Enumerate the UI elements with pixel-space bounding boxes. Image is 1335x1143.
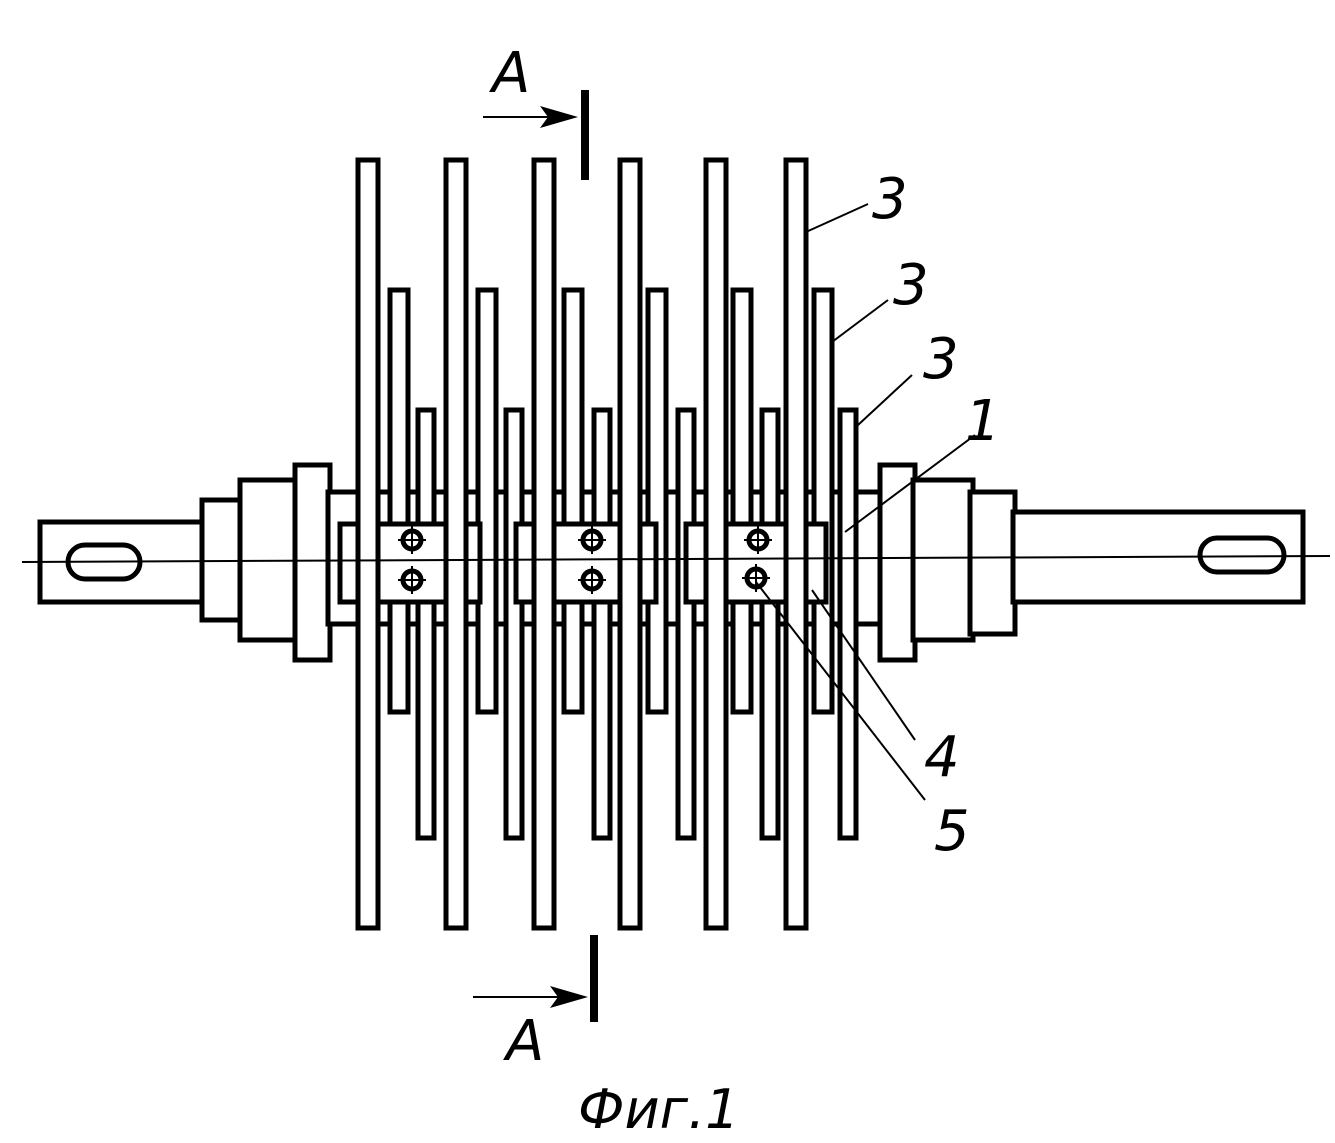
rod-short (837, 407, 859, 841)
callout-rod-long: 3 (872, 167, 908, 232)
rod-short (591, 407, 613, 841)
rod-long (355, 157, 381, 931)
rod-array-long (355, 157, 809, 931)
fastener-bolts (398, 526, 772, 594)
shaft-left-step (199, 497, 245, 623)
bolt-mark (742, 564, 770, 592)
shaft-assembly (37, 462, 1306, 663)
rod-short (503, 407, 525, 841)
rod-medium (387, 287, 411, 715)
section-marker-top (483, 90, 589, 180)
rod-long (531, 157, 557, 931)
keyway-slot-right (1197, 535, 1287, 575)
bolt-mark (578, 566, 606, 594)
center-axis-line (21, 555, 1331, 563)
section-label-bottom: A (503, 1009, 544, 1074)
callout-fastener-bolt: 5 (934, 799, 970, 864)
callout-rod-short: 3 (923, 327, 959, 392)
callout-rod-medium: 3 (893, 253, 929, 318)
leader-lines (755, 203, 976, 801)
bolt-mark (578, 526, 606, 554)
rod-array (387, 287, 859, 841)
arrow-head-icon (540, 106, 578, 128)
shaft-right-hub (910, 477, 976, 643)
bolt-mark (398, 526, 426, 554)
rod-medium (811, 287, 835, 715)
rod-medium (730, 287, 754, 715)
rod-long (783, 157, 809, 931)
rod-short (759, 407, 781, 841)
rod-short (415, 407, 437, 841)
rod-long (617, 157, 643, 931)
section-marker-bottom (473, 935, 598, 1022)
bolt-mark (744, 526, 772, 554)
shaft-right-flange (877, 462, 918, 663)
shaft-left-flange (292, 462, 333, 663)
figure-caption: Фиг.1 (578, 1078, 739, 1141)
callout-shaft-body: 1 (965, 389, 1001, 454)
rod-long (443, 157, 469, 931)
rod-short (675, 407, 697, 841)
rod-medium (645, 287, 669, 715)
arrow-head-icon (550, 986, 588, 1008)
section-label-top: A (489, 41, 530, 106)
rod-long (703, 157, 729, 931)
rod-medium (475, 287, 499, 715)
callout-clamp-block: 4 (924, 725, 960, 790)
bolt-mark (398, 566, 426, 594)
rod-medium (561, 287, 585, 715)
shaft-right-step (967, 489, 1018, 637)
